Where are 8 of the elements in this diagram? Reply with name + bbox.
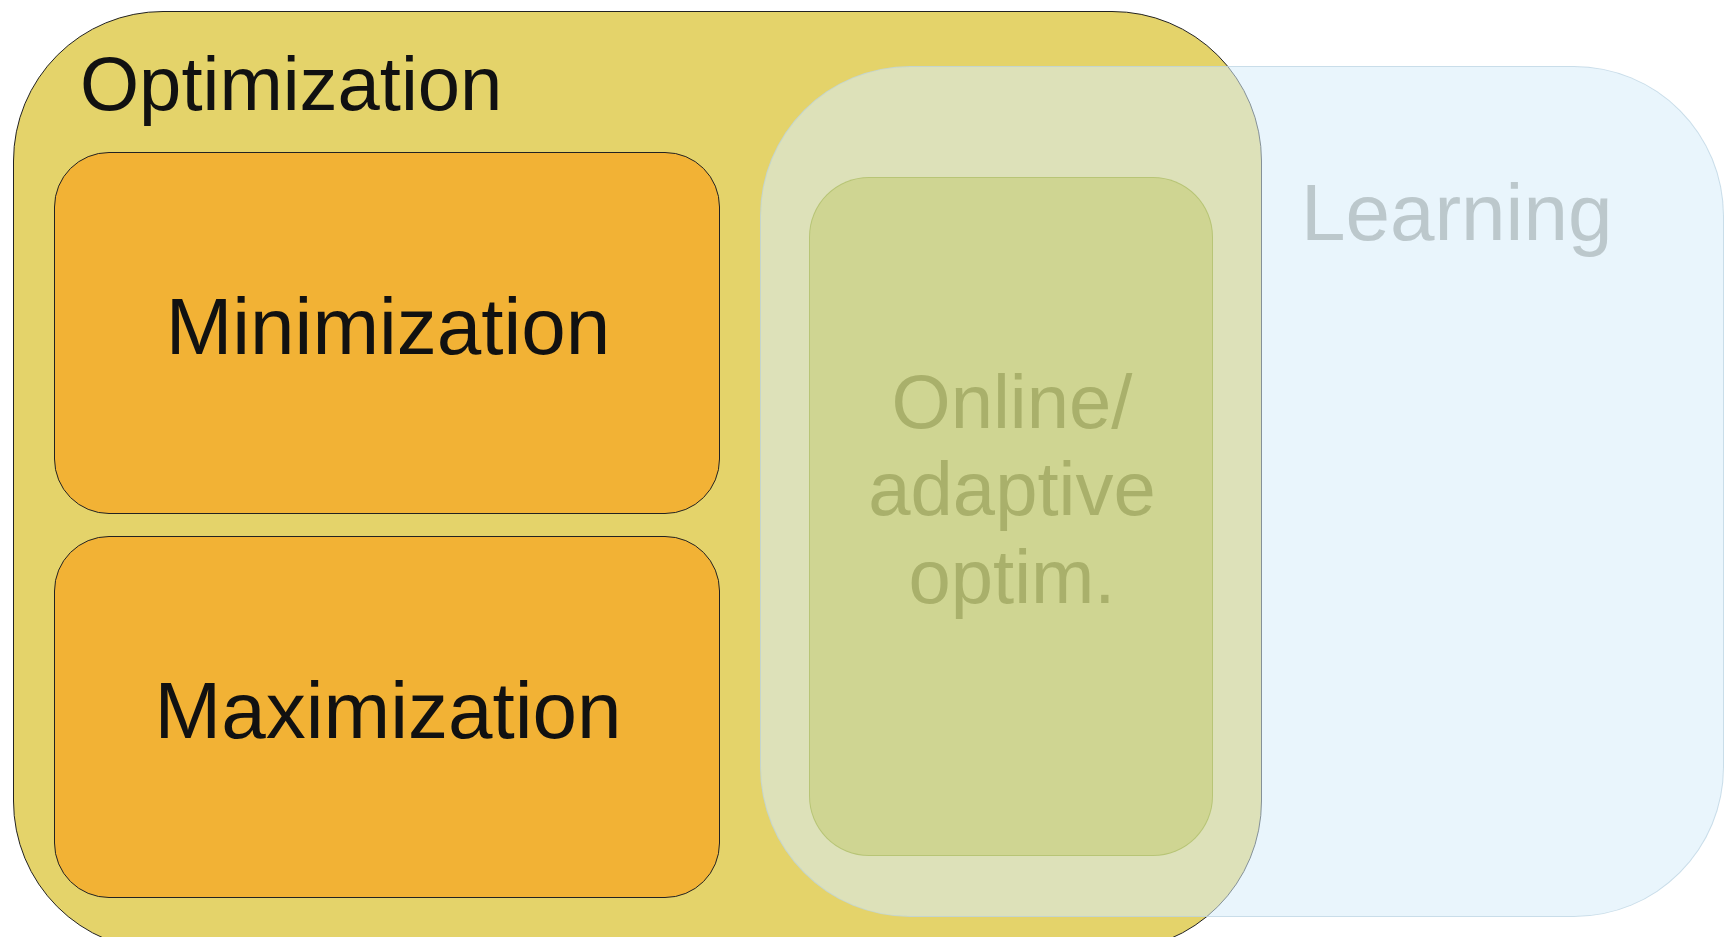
rounded-region [809,177,1213,856]
rounded-region [54,536,720,898]
rounded-region [13,11,1262,937]
rounded-region [760,66,1724,917]
region-label: Minimization [164,281,612,373]
region-label: Maximization [153,665,623,757]
region-label: Optimization [80,40,504,128]
rounded-region [54,152,720,514]
